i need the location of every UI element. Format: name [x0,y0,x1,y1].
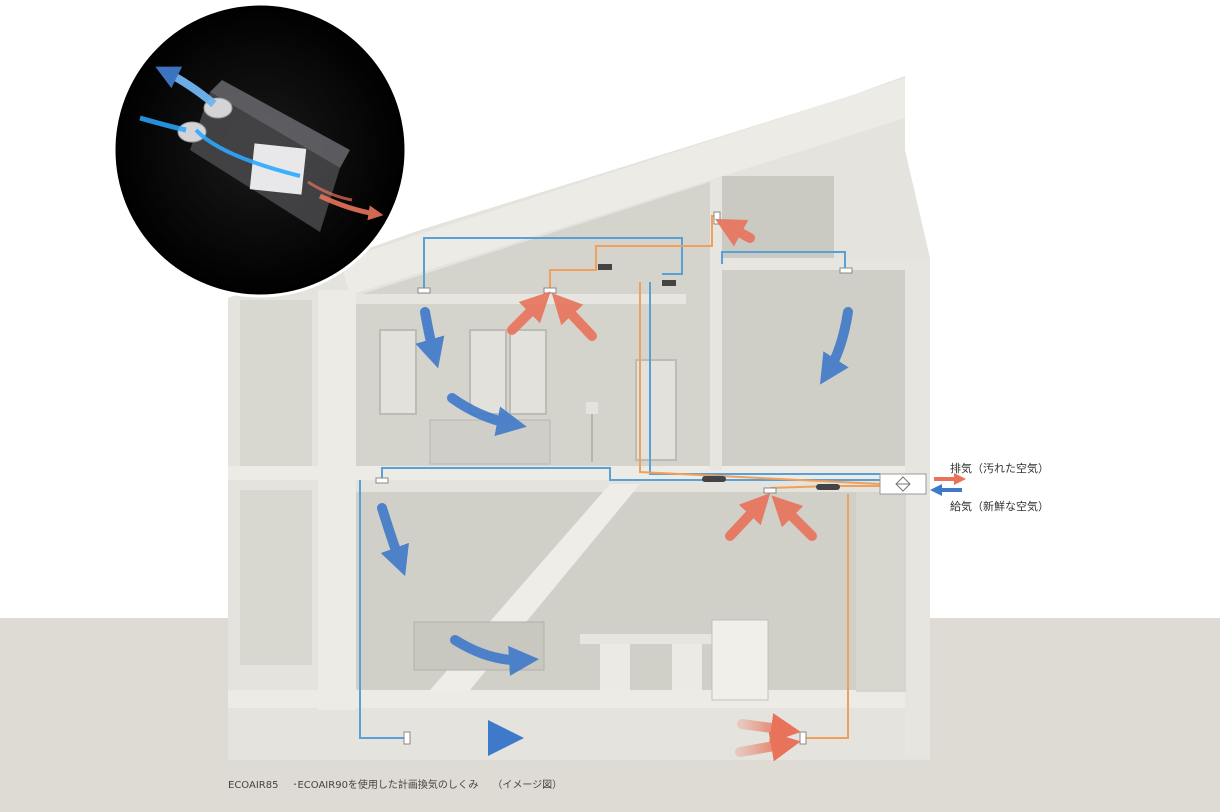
fresh-air-flow [377,307,853,756]
loft-room [722,176,834,262]
caption-text: ･ECOAIR90を使用した計画換気のしくみ [292,780,479,791]
roof [340,78,905,295]
ventilation-unit-icon [139,66,384,232]
supply-label: 給気（新鮮な空気） [950,500,1049,513]
heat-exchanger-icon [879,473,927,495]
caption-note: （イメージ図） [492,780,563,791]
ceiling-vent [375,211,853,745]
left-balcony-lower [240,490,312,665]
bed [429,419,551,465]
supply-duct [359,237,880,739]
partition-wall [710,180,722,470]
upper-left-room [356,182,710,470]
exhaust-label: 排気（汚れた空気） [950,462,1049,475]
upper-right-room [720,268,920,468]
figure-caption: ECOAIR85 ･ECOAIR90を使用した計画換気のしくみ （イメージ図） [228,776,576,791]
left-wall-column [318,290,356,710]
duct-fan [598,264,840,490]
dining-table [580,634,714,644]
floor-slab-2f [228,466,928,480]
stale-air-flow [507,218,817,762]
window [379,329,417,415]
ceiling-upper [356,294,686,304]
loft-floor [720,258,920,270]
chair [672,644,702,690]
left-balcony-upper [240,300,312,470]
door [856,492,906,692]
window [509,329,547,415]
kitchen-counter [711,619,769,701]
chair [600,644,630,690]
window [635,359,677,461]
ventilation-unit-inset [112,2,408,298]
window [469,329,507,415]
caption-model: ECOAIR85 [228,780,279,791]
right-wall [905,258,930,758]
